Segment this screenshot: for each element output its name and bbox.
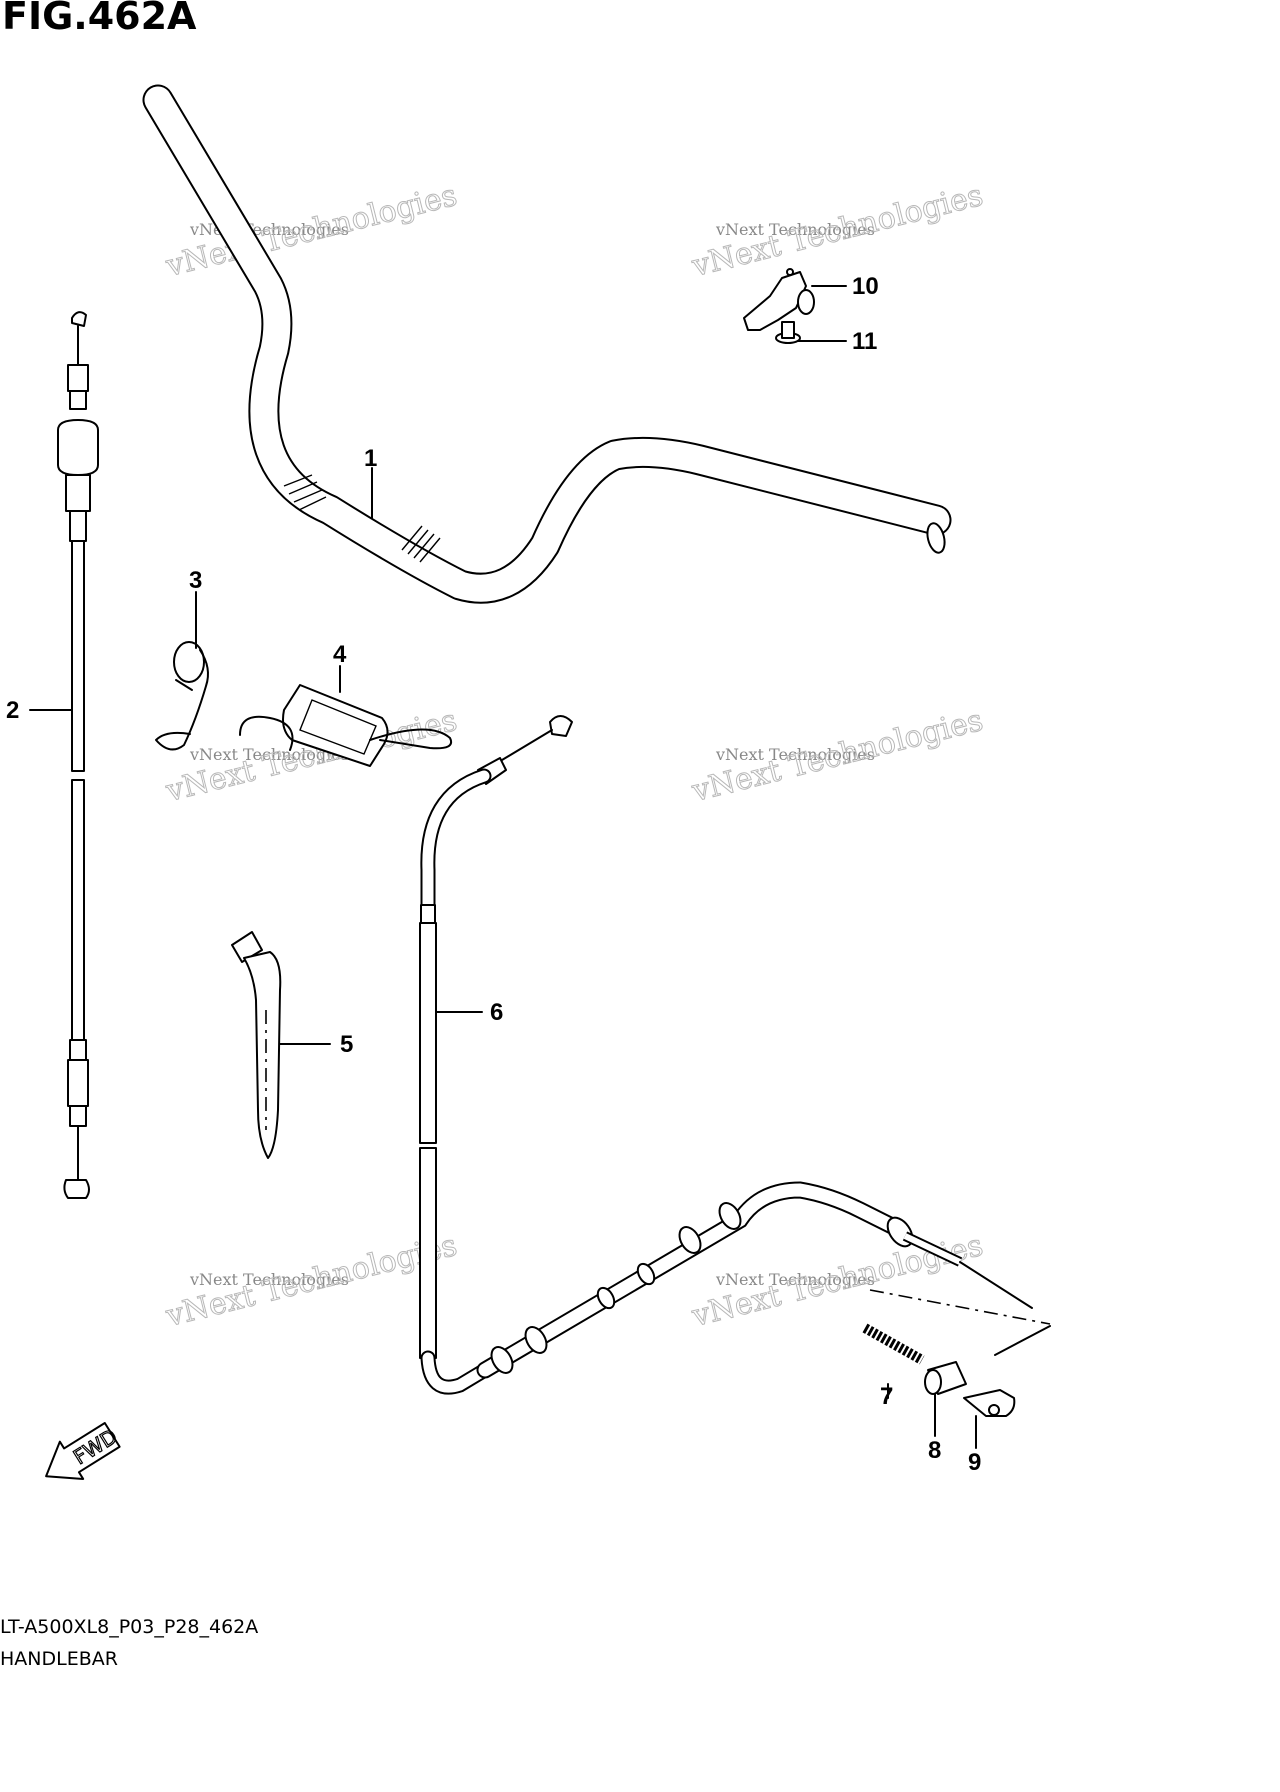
cable-end-fitting — [963, 1389, 1016, 1417]
cable-adjuster — [924, 1361, 967, 1395]
callout-4: 4 — [333, 641, 347, 668]
callout-1: 1 — [364, 445, 377, 472]
callout-11: 11 — [852, 328, 877, 355]
callout-6: 6 — [490, 999, 503, 1026]
callout-numbers: 1 2 3 4 5 6 7 8 9 10 11 — [6, 273, 981, 1476]
cable-spring — [862, 1323, 925, 1365]
spring-clip — [155, 641, 209, 751]
brake-cable — [419, 715, 1051, 1395]
diagram-code: LT-A500XL8_P03_P28_462A — [0, 1616, 259, 1638]
watermark-text-small: vNext Technologies — [715, 220, 875, 239]
diagram-name: HANDLEBAR — [0, 1648, 118, 1670]
cable-tie — [231, 931, 282, 1159]
callout-9: 9 — [968, 1449, 981, 1476]
watermark-text-small: vNext Technologies — [189, 1270, 349, 1289]
grip-knurl-left — [283, 474, 327, 511]
cable-grommets — [490, 1202, 742, 1374]
mount-bracket — [743, 268, 815, 331]
callout-7: 7 — [880, 1383, 893, 1410]
bolt — [775, 321, 801, 344]
callout-3: 3 — [189, 567, 202, 594]
callout-10: 10 — [852, 273, 879, 300]
figure-title: FIG.462A — [2, 0, 197, 38]
callout-5: 5 — [340, 1031, 353, 1058]
fwd-arrow-icon: FWD — [45, 1421, 122, 1480]
watermark-text-small: vNext Technologies — [715, 1270, 875, 1289]
bracket-plate — [239, 684, 452, 767]
callout-8: 8 — [928, 1437, 941, 1464]
clutch-cable — [57, 311, 99, 1199]
grip-knurl-right — [401, 525, 441, 563]
watermark-text-small: vNext Technologies — [189, 745, 349, 764]
handlebar — [142, 84, 952, 604]
watermark-text-small: vNext Technologies — [715, 745, 875, 764]
leader-lines — [29, 285, 977, 1449]
callout-2: 2 — [6, 697, 19, 724]
